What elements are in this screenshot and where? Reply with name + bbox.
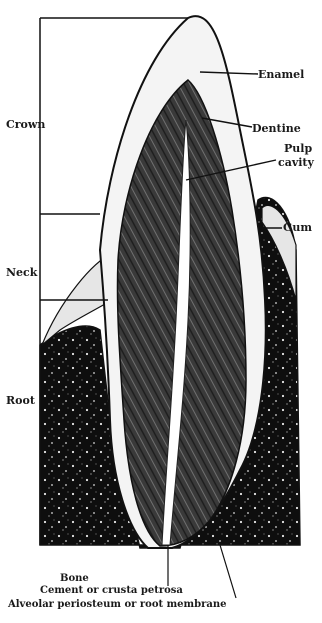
neck-label: Neck [6,266,38,279]
cement-label: Cement or crusta petrosa [40,585,183,596]
pulp-cavity-label-line1: Pulp [284,142,312,155]
pulp-cavity-label-line2: cavity [278,156,314,169]
periosteum-label: Alveolar periosteum or root membrane [7,599,227,610]
dentine-label: Dentine [252,122,301,135]
root-label: Root [6,394,36,407]
bone-label: Bone [60,573,89,584]
crown-label: Crown [6,118,45,131]
periosteum-leader [220,545,236,598]
gum-label: Gum [283,221,312,234]
enamel-label: Enamel [258,68,304,81]
